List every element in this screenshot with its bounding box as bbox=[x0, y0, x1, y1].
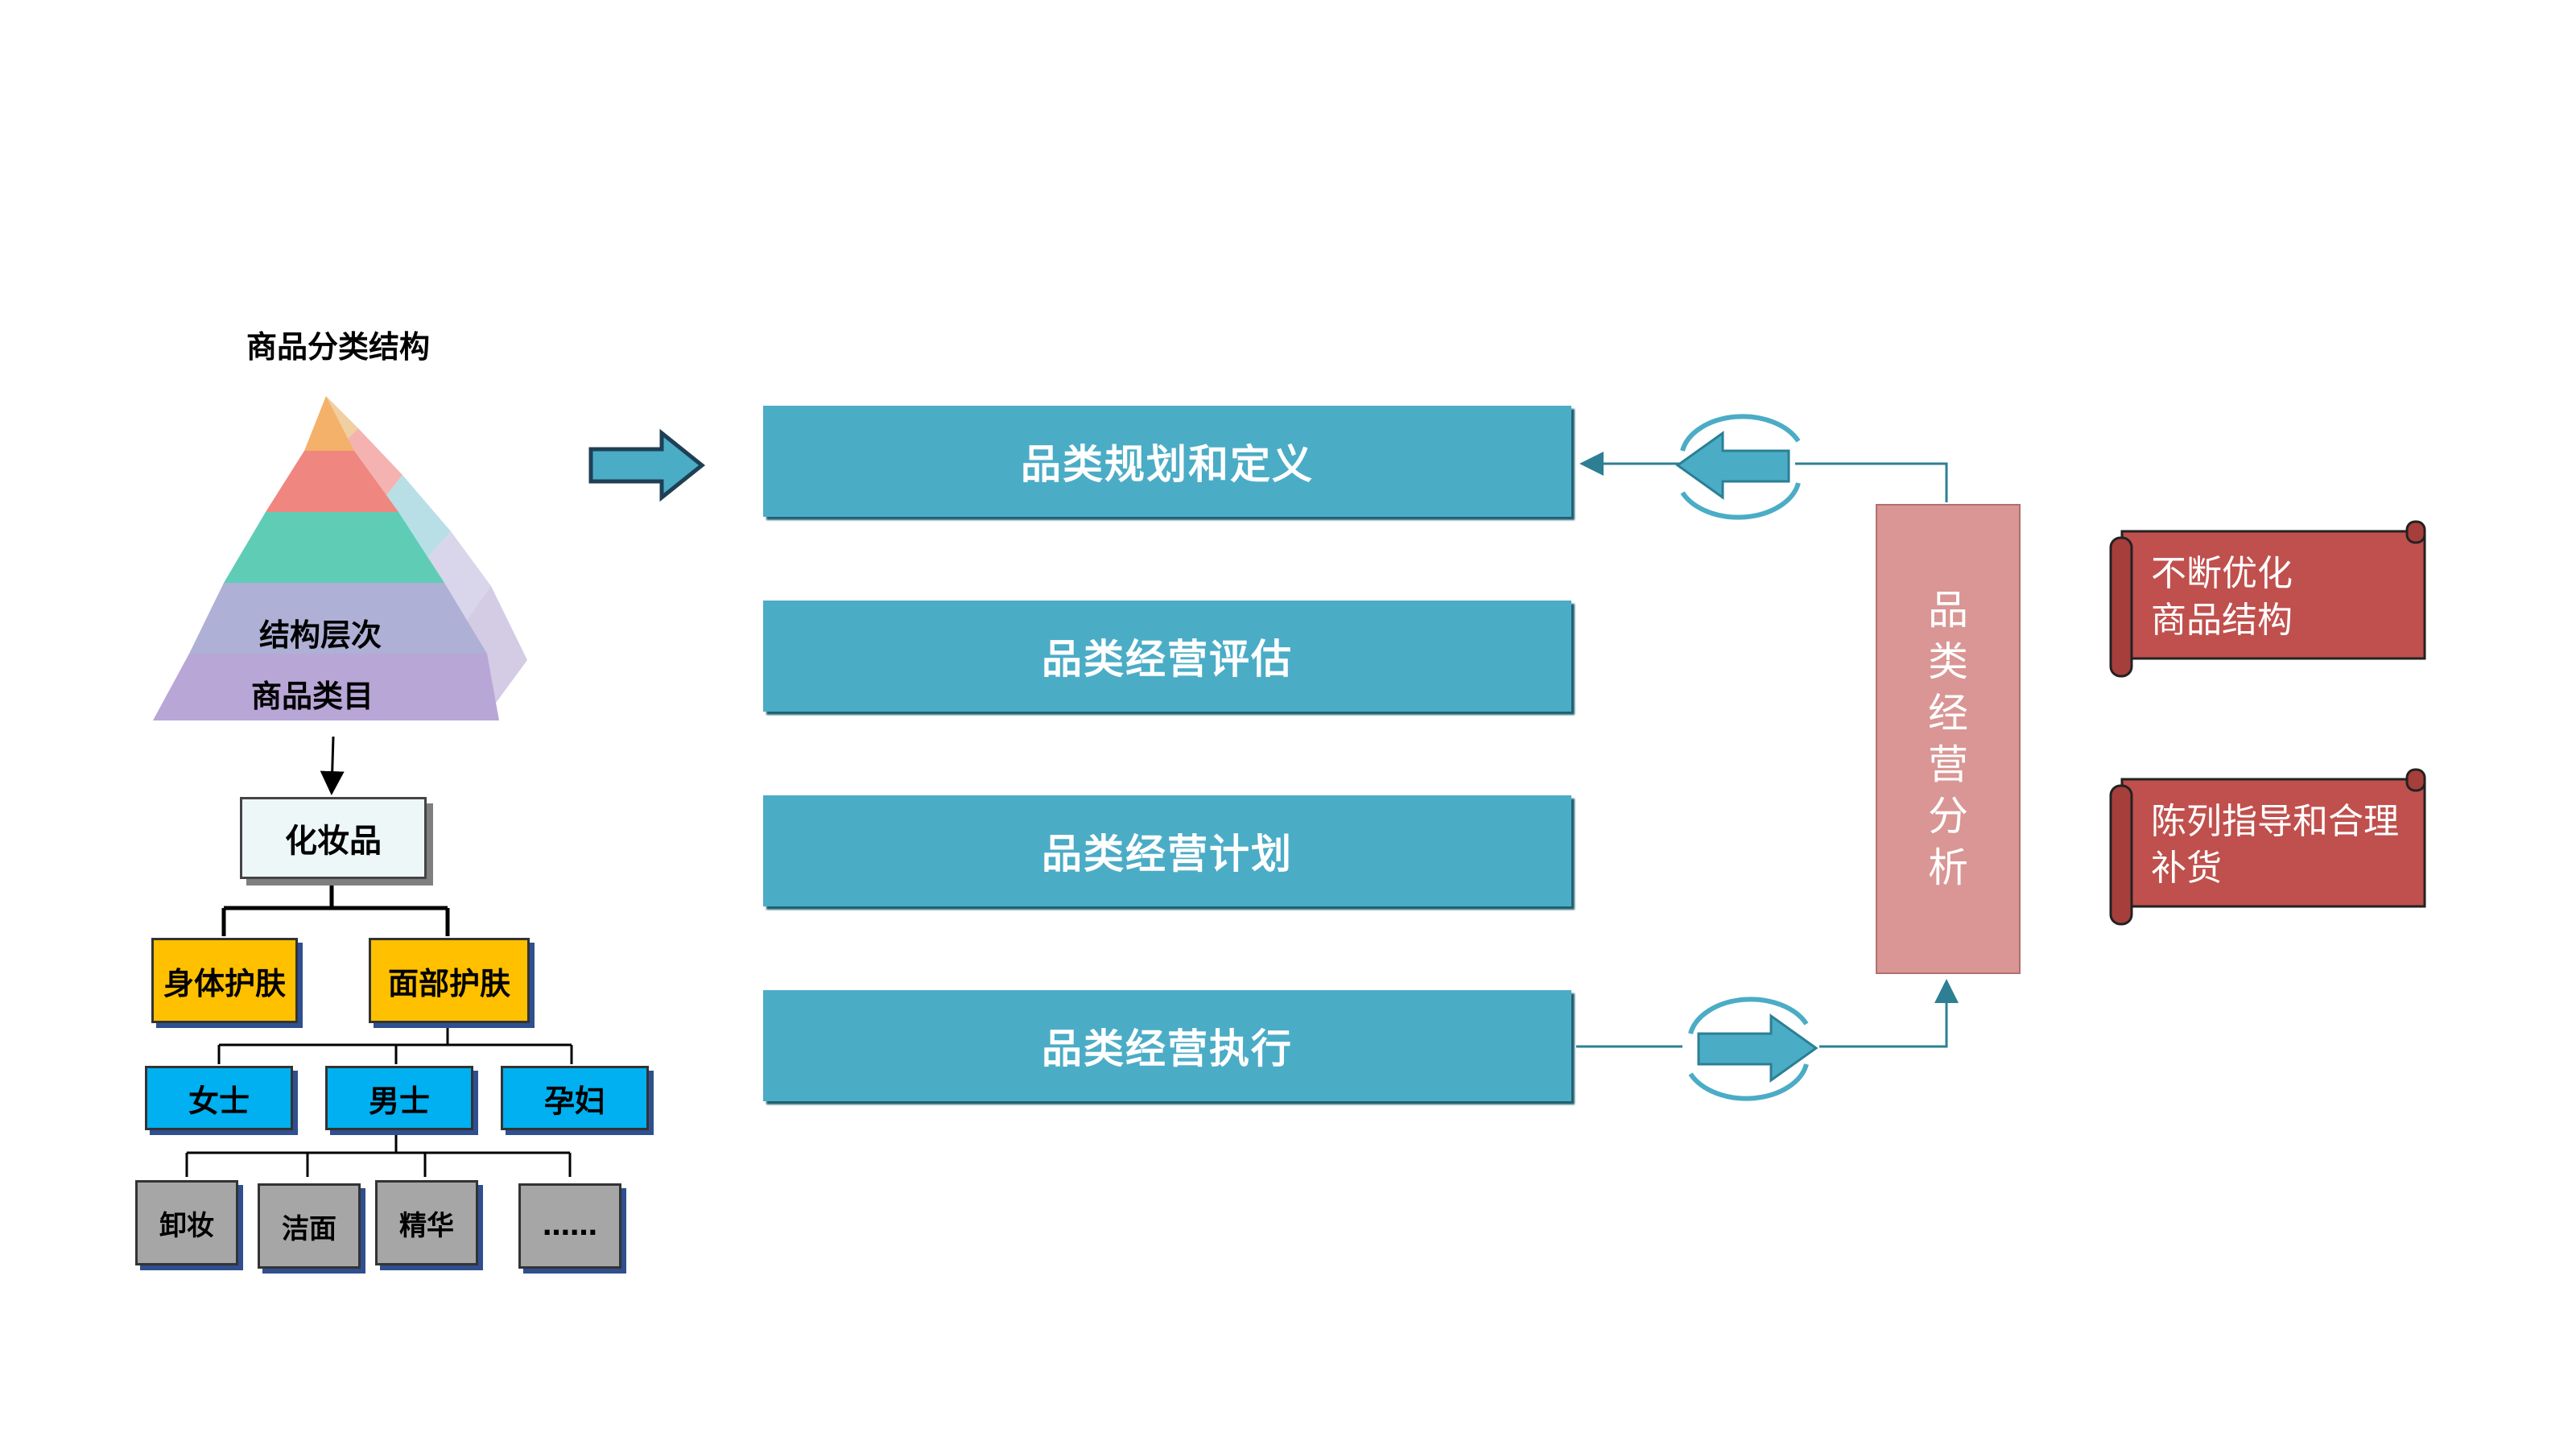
tree-tier1-body-care: 身体护肤 bbox=[151, 938, 298, 1023]
scroll-1-line-2: 商品结构 bbox=[2151, 600, 2293, 641]
pyramid-label-category: 商品类目 bbox=[251, 679, 374, 714]
pyramid-level-4 bbox=[189, 583, 487, 654]
step-execution: 品类经营执行 bbox=[763, 990, 1571, 1101]
tree-tier3-makeup-remover: 卸妆 bbox=[135, 1180, 238, 1265]
scroll-1-line-1: 不断优化 bbox=[2151, 553, 2293, 594]
pyramid-level-3 bbox=[224, 512, 444, 583]
scroll-2-line-2: 补货 bbox=[2151, 848, 2222, 889]
analysis-char-6: 析 bbox=[1928, 844, 1968, 891]
tree-tier2-women: 女士 bbox=[145, 1066, 293, 1130]
analysis-char-5: 分 bbox=[1928, 793, 1968, 840]
tree-tier2-pregnant: 孕妇 bbox=[501, 1066, 649, 1130]
step-planning-definition: 品类规划和定义 bbox=[763, 406, 1571, 517]
step-plan: 品类经营计划 bbox=[763, 795, 1571, 906]
scroll-banner-2 bbox=[2109, 768, 2426, 926]
analysis-char-3: 经 bbox=[1928, 690, 1968, 737]
tree-tier1-face-care: 面部护肤 bbox=[369, 938, 530, 1023]
classification-title: 商品分类结构 bbox=[246, 329, 431, 365]
analysis-char-1: 品 bbox=[1928, 587, 1968, 634]
tree-tier3-cleanser: 洁面 bbox=[258, 1183, 361, 1269]
cycle-left-icon bbox=[1675, 414, 1801, 520]
tree-tier3-essence: 精华 bbox=[375, 1180, 478, 1265]
scroll-1-text: 不断优化 商品结构 bbox=[2151, 551, 2293, 644]
cycle-right-icon bbox=[1688, 997, 1818, 1101]
tree-tier3-more: …… bbox=[518, 1183, 621, 1269]
pyramid-level-5 bbox=[153, 654, 499, 720]
pyramid-level-2 bbox=[266, 451, 398, 512]
scroll-2-text: 陈列指导和合理 补货 bbox=[2151, 799, 2399, 892]
right-arrow-icon bbox=[588, 428, 706, 502]
tree-root-cosmetics: 化妆品 bbox=[240, 797, 427, 879]
scroll-banner-1 bbox=[2109, 520, 2426, 678]
pyramid-label-structure: 结构层次 bbox=[259, 617, 382, 653]
tree-connectors bbox=[221, 880, 450, 936]
analysis-char-4: 营 bbox=[1928, 741, 1968, 788]
pyramid-level-1 bbox=[304, 396, 354, 451]
scroll-2-line-1: 陈列指导和合理 bbox=[2151, 801, 2399, 842]
analysis-char-2: 类 bbox=[1928, 638, 1968, 685]
pyramid bbox=[153, 396, 527, 720]
step-evaluation: 品类经营评估 bbox=[763, 601, 1571, 712]
category-analysis-box: 品 类 经 营 分 析 bbox=[1876, 504, 2021, 974]
tree-tier2-men: 男士 bbox=[325, 1066, 473, 1130]
